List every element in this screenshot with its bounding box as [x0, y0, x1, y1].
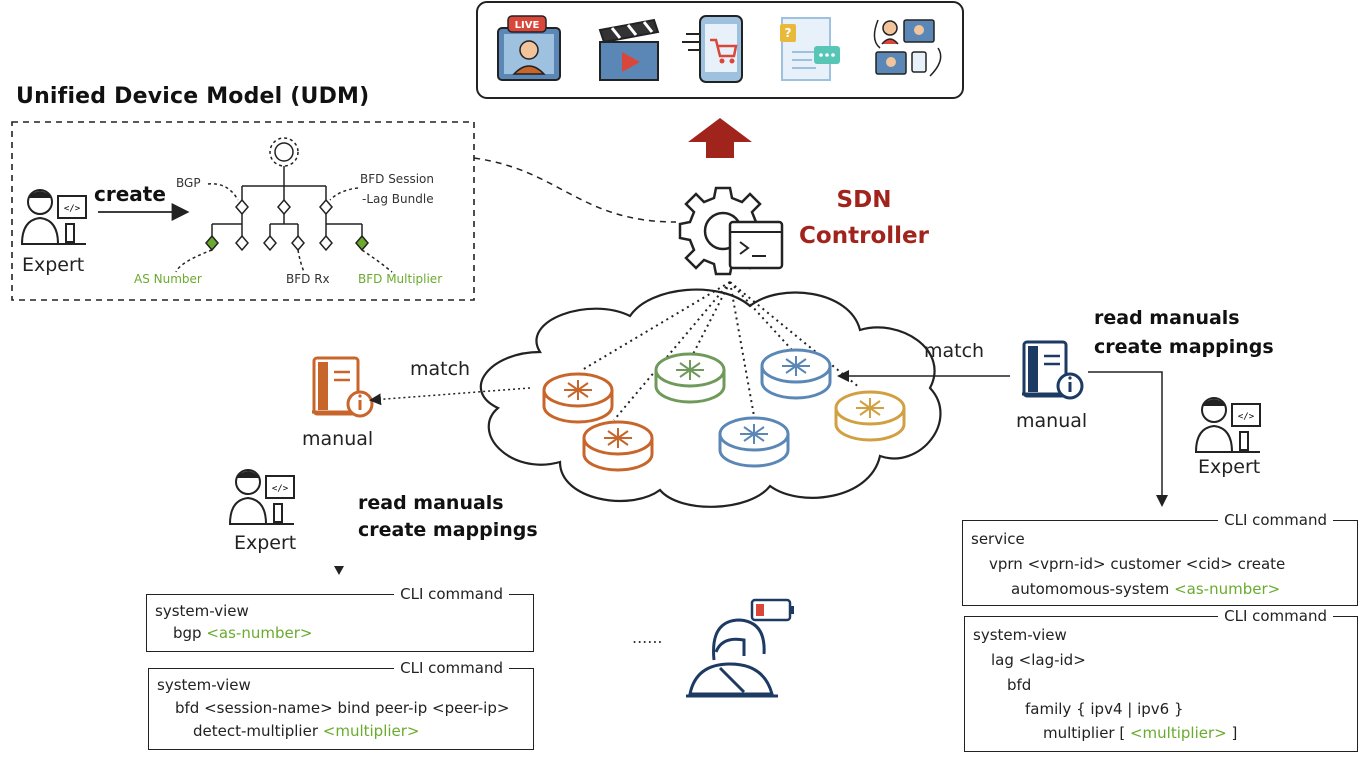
up-arrow-icon	[688, 118, 752, 158]
left-action-line2: create mappings	[358, 519, 538, 541]
cli-variable: <multiplier>	[1129, 724, 1227, 742]
left-manual-label: manual	[302, 428, 374, 450]
cli-line: system-view	[155, 602, 249, 620]
cli-box-lag: CLI command system-view lag <lag-id> bfd…	[964, 606, 1358, 752]
tree-label-bfd-rx: BFD Rx	[286, 272, 330, 286]
udm-tree	[175, 137, 393, 273]
cli-line: automomous-system <as-number>	[1011, 579, 1280, 599]
cli-text: ]	[1226, 724, 1238, 742]
svg-text:</>: </>	[64, 204, 81, 214]
clapperboard-icon	[598, 18, 660, 81]
ellipsis: ......	[632, 628, 663, 647]
right-mapping-arrow	[1088, 371, 1168, 507]
router-green	[654, 352, 726, 404]
mobile-shop-icon	[682, 15, 743, 83]
cli-line: bgp <as-number>	[173, 623, 312, 643]
svg-text:</>: </>	[272, 484, 289, 494]
cli-line: bfd <session-name> bind peer-ip <peer-ip…	[175, 699, 510, 717]
cli-box-title: CLI command	[1218, 606, 1333, 626]
tree-label-lag-bundle: -Lag Bundle	[362, 192, 434, 206]
cli-box-bgp: CLI command system-view bgp <as-number>	[146, 584, 534, 652]
left-expert-label: Expert	[234, 532, 297, 554]
udm-title: Unified Device Model (UDM)	[16, 84, 370, 109]
cli-line: lag <lag-id>	[991, 651, 1086, 669]
router-blue-1	[760, 348, 832, 400]
udm-box	[11, 121, 475, 301]
expert-icon-right: </>	[1194, 397, 1261, 453]
live-stream-icon: LIVE	[497, 15, 561, 81]
tree-label-as-number: AS Number	[134, 272, 202, 286]
cli-variable: <as-number>	[1174, 580, 1281, 598]
left-action-line1: read manuals	[358, 492, 504, 514]
manual-book-icon-left	[312, 356, 374, 418]
cli-variable: <as-number>	[206, 624, 313, 642]
cli-text: multiplier [	[1043, 724, 1130, 742]
left-match-arrow	[369, 387, 531, 406]
right-action-line1: read manuals	[1094, 307, 1240, 329]
cli-line: family { ipv4 | ipv6 }	[1025, 700, 1184, 718]
cli-line: detect-multiplier <multiplier>	[193, 721, 420, 741]
svg-text:</>: </>	[1238, 412, 1255, 422]
tree-label-bgp: BGP	[176, 176, 201, 190]
cli-box-title: CLI command	[394, 658, 509, 678]
router-orange-1	[542, 372, 614, 424]
cli-line: system-view	[157, 676, 251, 694]
cli-text: detect-multiplier	[193, 722, 323, 740]
router-orange-2	[582, 420, 654, 472]
router-gold	[834, 390, 906, 442]
svg-text:LIVE: LIVE	[515, 20, 540, 31]
left-down-arrow	[334, 566, 344, 575]
tree-label-bfd-multiplier: BFD Multiplier	[358, 272, 443, 286]
udm-to-sdn-link	[473, 157, 677, 223]
sdn-controller-label: SDN Controller	[784, 182, 944, 254]
right-action-text: read manuals create mappings	[1094, 304, 1274, 362]
expert-icon-left: </>	[228, 469, 295, 525]
create-label: create	[94, 182, 166, 206]
cli-line: system-view	[973, 626, 1067, 644]
cli-box-bfd: CLI command system-view bfd <session-nam…	[148, 658, 534, 750]
cli-line: bfd	[1007, 676, 1032, 694]
manual-book-icon-right	[1022, 340, 1084, 400]
cli-text: automomous-system	[1011, 580, 1175, 598]
router-blue-2	[718, 416, 790, 468]
cli-line: vprn <vprn-id> customer <cid> create	[989, 555, 1286, 573]
sdn-controller-icon	[678, 186, 784, 276]
sdn-label-line1: SDN	[836, 187, 892, 213]
cli-line: multiplier [ <multiplier> ]	[1043, 723, 1237, 743]
cli-box-vprn: CLI command service vprn <vprn-id> custo…	[962, 510, 1358, 606]
cli-box-title: CLI command	[394, 584, 509, 604]
left-action-text: read manuals create mappings	[358, 490, 538, 544]
left-match-label: match	[410, 358, 471, 380]
udm-expert-label: Expert	[22, 254, 85, 276]
right-manual-label: manual	[1016, 410, 1088, 432]
cli-text: bgp	[173, 624, 207, 642]
chat-document-icon: ?	[780, 17, 840, 81]
tired-person-icon	[686, 598, 794, 698]
cli-variable: <multiplier>	[322, 722, 420, 740]
cli-line: service	[971, 530, 1025, 548]
right-expert-label: Expert	[1198, 456, 1261, 478]
right-match-label: match	[924, 340, 985, 362]
network-people-icon	[873, 19, 942, 77]
svg-text:?: ?	[785, 26, 792, 40]
right-action-line2: create mappings	[1094, 336, 1274, 358]
cli-box-title: CLI command	[1218, 510, 1333, 530]
sdn-label-line2: Controller	[799, 223, 929, 249]
tree-label-bfd-session: BFD Session	[360, 172, 434, 186]
expert-icon: </>	[20, 189, 87, 245]
